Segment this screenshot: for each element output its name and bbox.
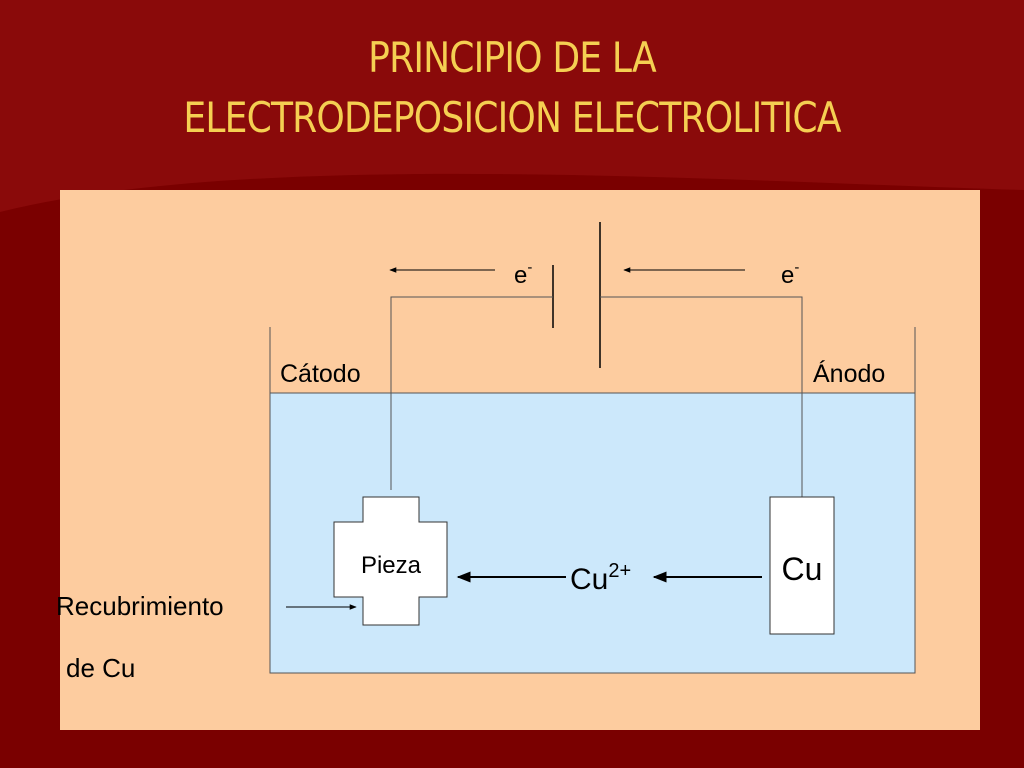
copper-anode bbox=[769, 496, 835, 635]
anode-label: Ánodo bbox=[813, 359, 885, 388]
part-label: Pieza bbox=[361, 552, 422, 579]
coating-label-line-2: de Cu bbox=[66, 653, 135, 683]
slide-title: PRINCIPIO DE LA ELECTRODEPOSICION ELECTR… bbox=[72, 28, 953, 148]
cathode-label: Cátodo bbox=[280, 360, 361, 388]
electron-label-right: e- bbox=[781, 259, 799, 289]
cathode-workpiece bbox=[333, 496, 448, 626]
coating-label-line-1: Recubrimiento bbox=[56, 591, 224, 621]
electron-label-left: e- bbox=[514, 259, 532, 289]
copper-ion-label: Cu2+ bbox=[570, 560, 631, 596]
cathode-wire bbox=[390, 296, 553, 490]
anode-metal-label: Cu bbox=[782, 551, 823, 587]
title-line-1: PRINCIPIO DE LA bbox=[368, 33, 657, 82]
title-line-2: ELECTRODEPOSICION ELECTROLITICA bbox=[183, 93, 841, 142]
anode-wire bbox=[600, 296, 803, 497]
